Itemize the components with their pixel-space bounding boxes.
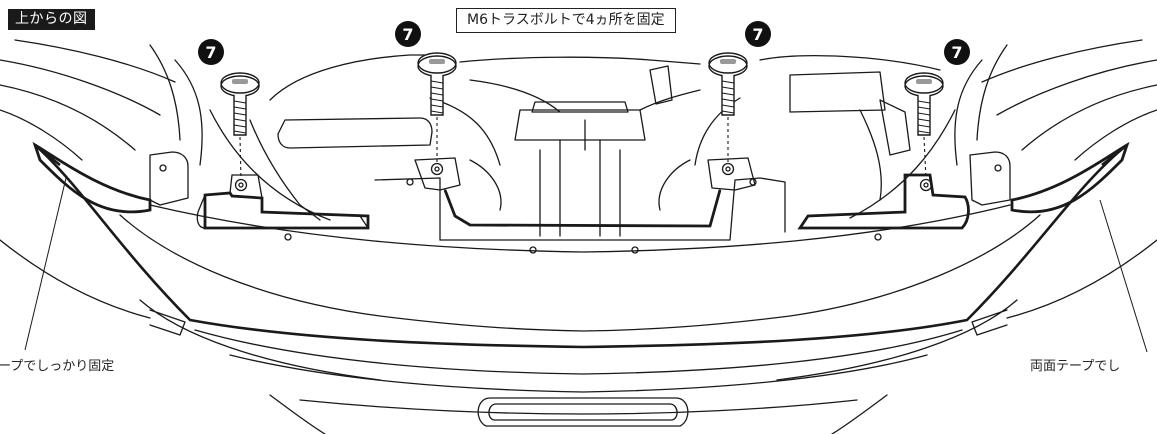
leader-lines (24, 177, 1148, 353)
left-fender-outline (0, 59, 161, 116)
bumper-lip (34, 143, 1128, 349)
truss-bolt-2 (417, 52, 457, 116)
mounting-bracket-center-right (707, 157, 756, 191)
part-marker-number: 7 (402, 25, 413, 44)
truss-bolt-1 (220, 72, 260, 136)
part-marker-number: 7 (205, 43, 216, 62)
truss-bolt-3 (708, 52, 748, 116)
right-fender-outline (996, 59, 1157, 116)
tape-callout-left: ープでしっかり固定 (0, 359, 115, 374)
part-marker-number: 7 (752, 25, 763, 44)
instruction-callout: M6トラスボルトで4ヵ所を固定 (456, 8, 676, 33)
truss-bolt-4 (904, 72, 944, 136)
bolt-hole-1 (234, 178, 248, 192)
tape-strip-left (32, 141, 152, 214)
part-marker-4: 7 (944, 39, 970, 65)
tape-strip-center-right (797, 173, 970, 230)
mounting-bracket-left (149, 151, 189, 206)
view-label: 上からの図 (8, 9, 95, 30)
tape-strip-center-left (203, 191, 370, 230)
part-marker-number: 7 (951, 43, 962, 62)
tape-callout-right: 両面テープでし (1030, 359, 1121, 374)
tape-strip-center (443, 189, 722, 228)
bumper-upper-edge (149, 204, 1011, 253)
engine-bay (269, 54, 431, 101)
bolt-hole-3 (721, 162, 735, 176)
insertion-guide-lines (239, 117, 927, 181)
part-marker-1: 7 (198, 39, 224, 65)
mounting-bracket-center-left (414, 157, 461, 191)
tape-strip-right (1010, 141, 1130, 214)
bolt-hole-2 (430, 162, 444, 176)
part-marker-3: 7 (745, 21, 771, 47)
license-plate-mount (477, 397, 689, 427)
part-marker-2: 7 (395, 21, 421, 47)
